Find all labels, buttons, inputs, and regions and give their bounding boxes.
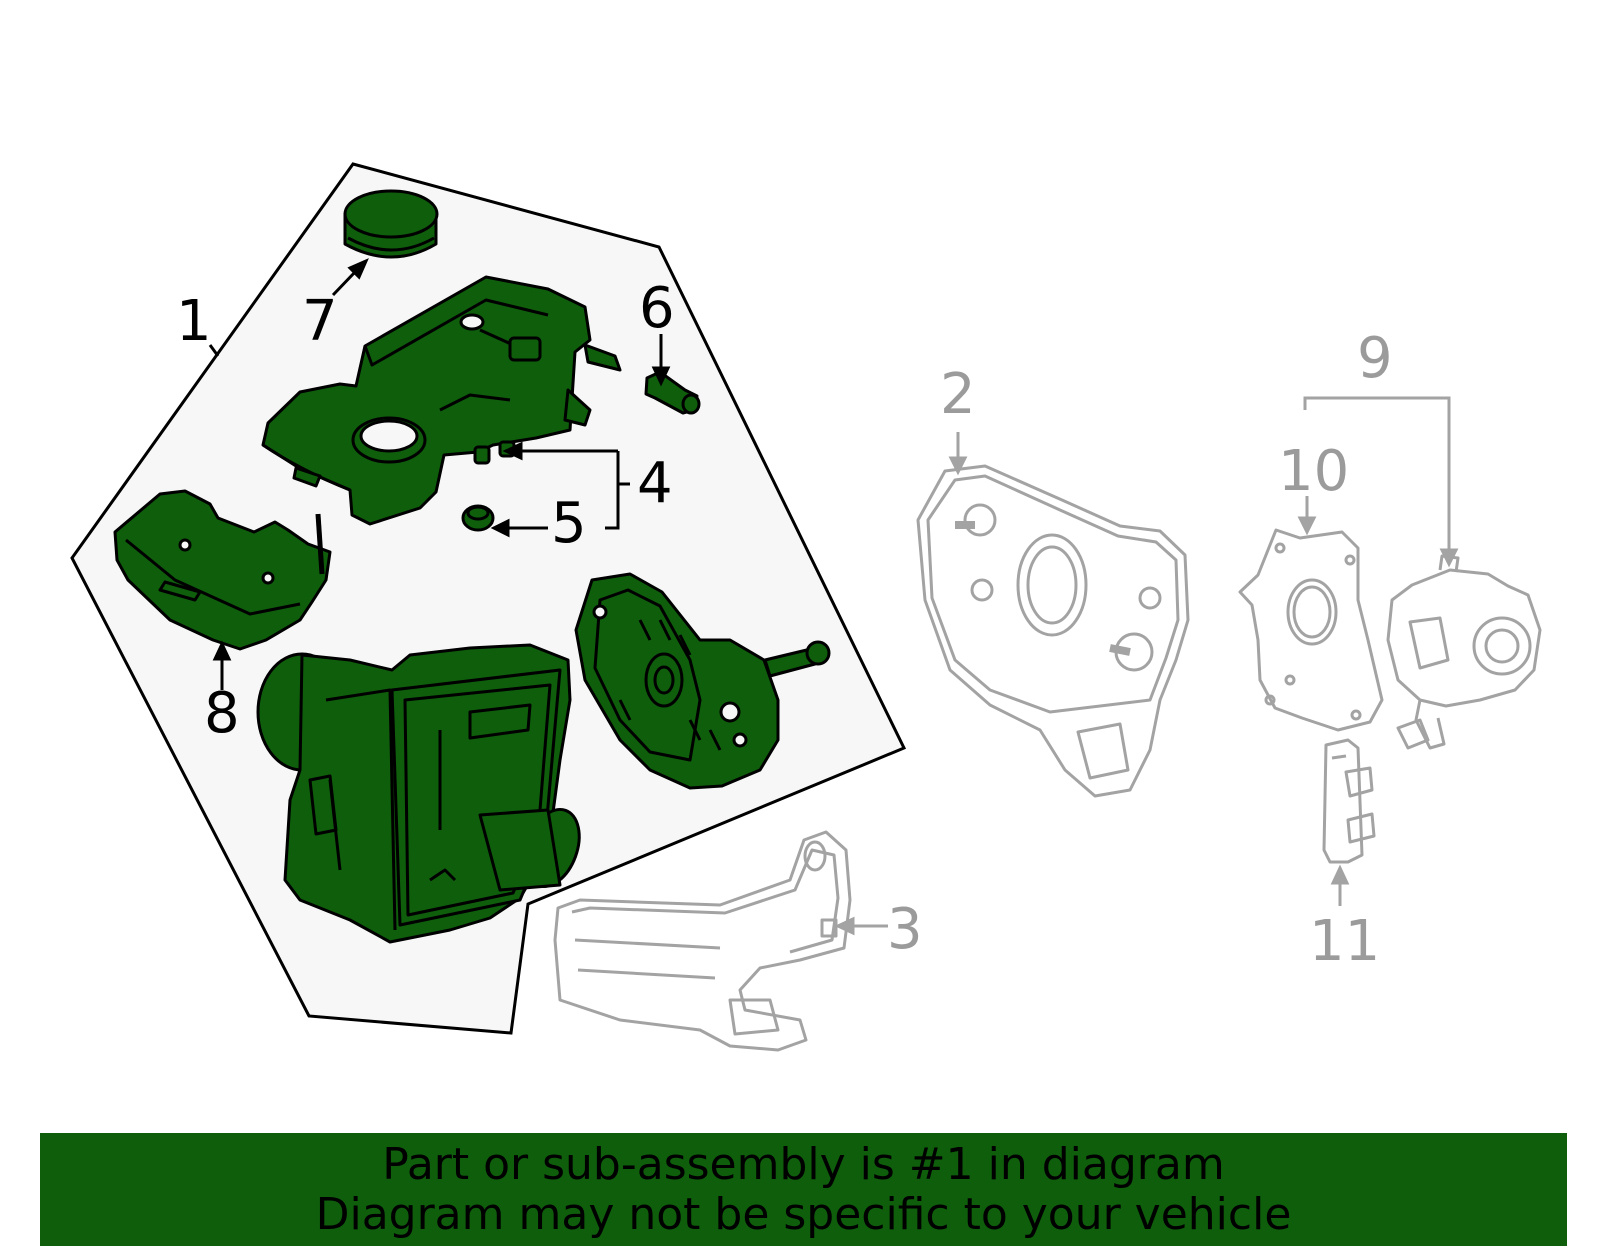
footer-line-assembly-note: Part or sub-assembly is #1 in diagram bbox=[382, 1138, 1225, 1190]
assembly-panel bbox=[70, 162, 907, 1035]
callout-3: 3 bbox=[887, 897, 923, 962]
callout-4: 4 bbox=[637, 451, 673, 516]
mounting-plate-part bbox=[916, 464, 1190, 798]
callouts: 1 7 6 4 5 8 2 3 9 10 11 bbox=[176, 276, 1393, 974]
highlighted-parts bbox=[113, 189, 831, 944]
callout-9: 9 bbox=[1357, 326, 1393, 391]
support-bracket-part bbox=[553, 830, 852, 1052]
booster-plate-part bbox=[574, 572, 831, 790]
callout-1: 1 bbox=[176, 289, 212, 354]
callout-11: 11 bbox=[1309, 909, 1380, 974]
reservoir-cap-part bbox=[343, 189, 439, 259]
leader-lines bbox=[208, 258, 671, 690]
footer-line-disclaimer: Diagram may not be specific to your vehi… bbox=[315, 1188, 1292, 1240]
callout-8: 8 bbox=[204, 681, 240, 746]
bracket-part bbox=[113, 489, 332, 651]
grommet-part bbox=[461, 504, 495, 532]
callout-5: 5 bbox=[551, 491, 587, 556]
footer-banner-bg bbox=[40, 1133, 1567, 1246]
adapter-plate-part bbox=[1238, 528, 1384, 732]
ghost-parts bbox=[553, 464, 1542, 1052]
control-unit-part bbox=[1386, 554, 1542, 750]
callout-10: 10 bbox=[1278, 439, 1349, 504]
footer-banner: Part or sub-assembly is #1 in diagram Di… bbox=[40, 1133, 1567, 1246]
callout-7: 7 bbox=[302, 289, 338, 354]
fitting-part bbox=[644, 370, 701, 415]
callout-2: 2 bbox=[940, 362, 976, 427]
connector-part bbox=[1322, 738, 1376, 864]
ghost-leader-lines bbox=[834, 396, 1459, 936]
brake-booster-part bbox=[256, 643, 581, 944]
callout-6: 6 bbox=[639, 276, 675, 341]
reservoir-part bbox=[261, 275, 622, 526]
